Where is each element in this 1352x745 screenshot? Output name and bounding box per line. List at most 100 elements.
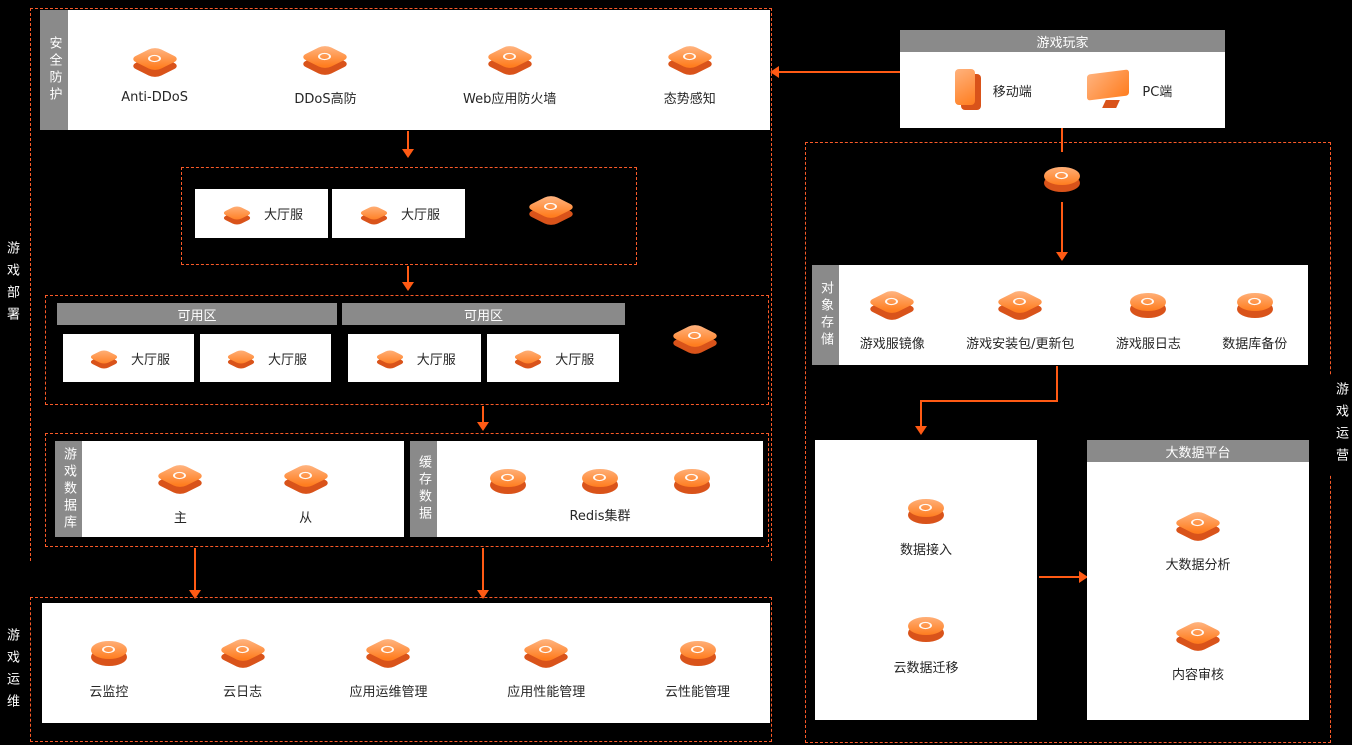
web-firewall-icon xyxy=(483,33,537,81)
elbow-storage-horizontal xyxy=(920,400,1058,402)
item-label: 云监控 xyxy=(89,685,129,700)
separator-band xyxy=(0,561,790,596)
arrow-players-to-security xyxy=(779,71,900,73)
bigdata-header: 大数据平台 xyxy=(1087,440,1309,462)
storage-item-server-log: 游戏服日志 xyxy=(1116,278,1181,352)
item-label: 移动端 xyxy=(992,84,1032,100)
lobby-server-box-2: 大厅服 xyxy=(332,189,465,238)
icon-glyph xyxy=(918,621,932,630)
icon-glyph xyxy=(688,331,701,340)
arrowhead-down xyxy=(1056,252,1068,261)
lobby-server-icon xyxy=(224,343,258,373)
arrow-zones-to-database xyxy=(482,406,484,424)
operations-items-row: 云监控 云日志 应用运维管理 应用性能管理 云性能管理 xyxy=(42,603,770,723)
players-header: 游戏玩家 xyxy=(900,30,1225,52)
line-players-to-cdn xyxy=(1061,128,1063,152)
game-package-icon xyxy=(993,278,1047,326)
cache-content: Redis集群 xyxy=(437,441,763,537)
players-panel: 游戏玩家 移动端 PC端 xyxy=(900,30,1225,128)
redis-node-icon xyxy=(481,454,535,502)
redis-icons-row xyxy=(481,454,719,502)
server-image-icon xyxy=(865,278,919,326)
icon-glyph xyxy=(1141,297,1155,306)
icon-glyph xyxy=(502,52,516,61)
arrow-cdn-to-storage xyxy=(1061,202,1063,254)
security-item-situation-awareness: 态势感知 xyxy=(663,33,717,107)
ops-item-cloud-perf: 云性能管理 xyxy=(665,626,730,700)
side-label-game-ops: 游戏运维 xyxy=(4,628,19,716)
ops-item-apm: 应用性能管理 xyxy=(507,626,585,700)
database-panel: 主 从 xyxy=(82,441,404,537)
zone-header: 可用区 xyxy=(57,303,337,325)
zone-body: 大厅服 大厅服 xyxy=(342,325,625,391)
database-backup-icon xyxy=(1228,278,1282,326)
lobby-server-box-1: 大厅服 xyxy=(195,189,328,238)
availability-zone-2: 可用区 大厅服 大厅服 xyxy=(342,303,625,391)
server-log-icon xyxy=(1121,278,1175,326)
item-label: 游戏安装包/更新包 xyxy=(966,337,1075,352)
arrow-pipeline-to-bigdata xyxy=(1039,576,1081,578)
icon-glyph xyxy=(885,297,899,306)
operations-panel: 云监控 云日志 应用运维管理 应用性能管理 云性能管理 xyxy=(42,603,770,723)
zone-server-box: 大厅服 xyxy=(486,334,619,382)
pipeline-items-col: 数据接入 云数据迁移 xyxy=(815,440,1037,720)
icon-glyph xyxy=(1247,297,1261,306)
icon-glyph xyxy=(682,52,696,61)
item-label: PC端 xyxy=(1142,84,1173,100)
zones-frame xyxy=(45,295,769,405)
app-performance-icon xyxy=(519,626,573,674)
database-frame xyxy=(45,433,769,547)
item-label: 云性能管理 xyxy=(665,685,731,700)
zone-body: 大厅服 大厅服 xyxy=(57,325,337,391)
database-master-icon xyxy=(153,452,207,500)
zone-server-box: 大厅服 xyxy=(348,334,481,382)
storage-tab-label: 对象存储 xyxy=(818,281,833,349)
bigdata-item-analysis: 大数据分析 xyxy=(1165,499,1231,573)
item-label: 游戏服日志 xyxy=(1115,337,1181,352)
icon-glyph xyxy=(919,503,932,512)
database-items-row: 主 从 xyxy=(82,441,404,537)
arrow-lobby-to-zones xyxy=(407,266,409,284)
item-label: 从 xyxy=(299,511,313,526)
icon-glyph xyxy=(593,473,606,482)
arrowhead-down xyxy=(402,149,414,158)
item-label: 大数据分析 xyxy=(1165,557,1231,573)
cloud-monitor-icon xyxy=(82,626,136,674)
item-label: Anti-DDoS xyxy=(121,90,188,105)
item-label: 主 xyxy=(173,511,187,526)
zone-server-label: 大厅服 xyxy=(555,352,595,368)
data-migration-icon xyxy=(899,602,953,650)
right-label-patch xyxy=(1323,376,1352,474)
security-tab: 安全防护 xyxy=(40,10,68,130)
cloud-performance-icon xyxy=(671,626,725,674)
content-review-icon xyxy=(1171,609,1225,657)
icon-glyph xyxy=(173,471,187,480)
icon-glyph xyxy=(539,645,553,654)
storage-items-row: 游戏服镜像 游戏安装包/更新包 游戏服日志 数据库备份 xyxy=(839,265,1308,365)
arrowhead-down xyxy=(402,282,414,291)
situation-awareness-icon xyxy=(663,33,717,81)
arrow-storage-to-pipeline xyxy=(920,402,922,428)
elbow-storage-down xyxy=(1056,366,1058,402)
arrowhead-left xyxy=(770,66,779,78)
cache-cluster-label: Redis集群 xyxy=(569,509,631,524)
item-label: 应用运维管理 xyxy=(349,685,428,700)
redis-node-icon xyxy=(573,454,627,502)
icon-glyph xyxy=(298,471,312,480)
database-tab-label: 游戏数据库 xyxy=(61,446,76,532)
icon-glyph xyxy=(318,52,332,61)
database-item-slave: 从 xyxy=(279,452,333,526)
arrowhead-down xyxy=(189,590,201,599)
data-access-icon xyxy=(899,484,953,532)
security-items-row: Anti-DDoS DDoS高防 Web应用防火墙 态势感知 xyxy=(68,10,770,130)
icon-glyph xyxy=(1190,518,1204,526)
storage-item-server-image: 游戏服镜像 xyxy=(860,278,925,352)
database-tab: 游戏数据库 xyxy=(55,441,82,537)
ops-group-frame xyxy=(30,597,772,742)
arrowhead-right xyxy=(1079,571,1088,583)
data-pipeline-panel: 数据接入 云数据迁移 xyxy=(815,440,1037,720)
storage-tab: 对象存储 xyxy=(812,265,839,365)
bigdata-panel: 大数据平台 大数据分析 内容审核 xyxy=(1087,440,1309,720)
icon-glyph xyxy=(544,202,557,211)
